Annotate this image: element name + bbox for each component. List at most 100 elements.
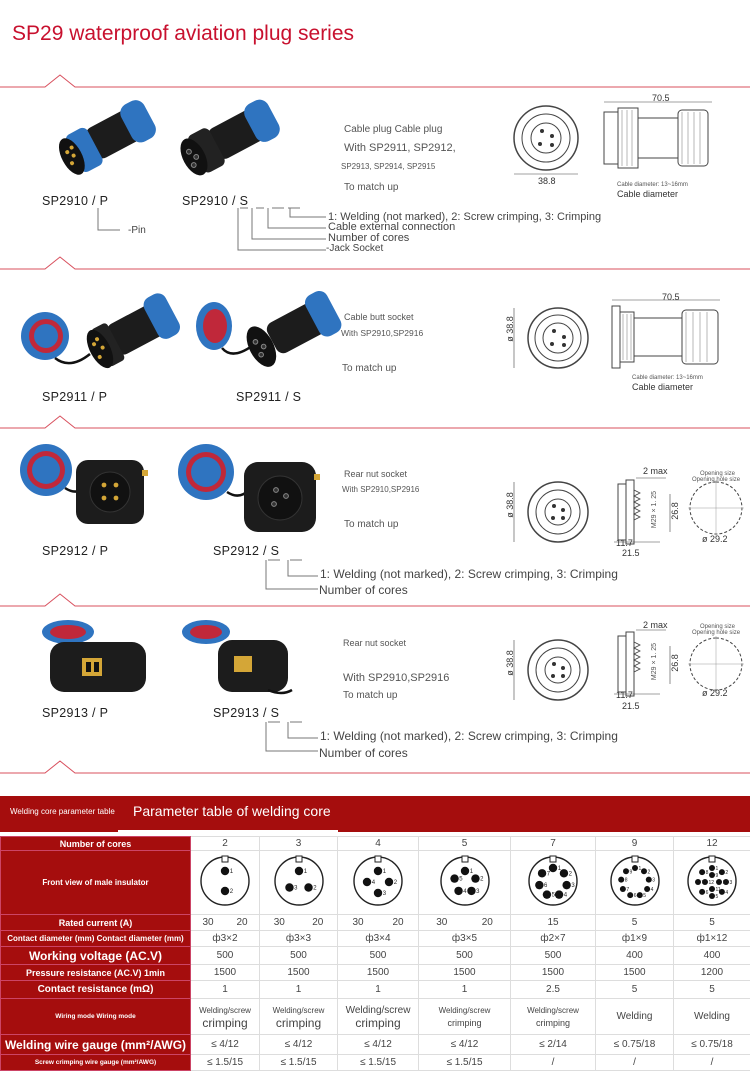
- side-view-drawing: [611, 299, 720, 369]
- pin-dot: [699, 869, 706, 876]
- pin-dot: [562, 880, 571, 890]
- table-cell: ≤ 2/14: [510, 1034, 596, 1055]
- plug-photo: [42, 620, 146, 692]
- pin-number: 1: [558, 866, 562, 872]
- row-label: Number of cores: [0, 836, 191, 851]
- table-cell: ≤ 1.5/15: [259, 1054, 338, 1071]
- model-label: SP2913 / S: [213, 706, 280, 720]
- pin-dot: [709, 865, 715, 871]
- pin-number: 3: [652, 878, 655, 884]
- table-cell: 1500: [259, 964, 338, 981]
- key-notch: [221, 855, 229, 863]
- pin-dot: [622, 868, 629, 875]
- dimension-label: 11.7: [616, 690, 633, 700]
- pin-dot: [640, 868, 647, 875]
- table-cell: 1200: [673, 964, 750, 981]
- code-bracket-lines: [97, 207, 326, 251]
- table-cell: 20: [312, 917, 324, 928]
- pin-dot: [617, 876, 624, 883]
- pin-number: 3: [476, 889, 480, 895]
- dimension-label: M29 × 1. 25: [651, 490, 659, 529]
- pin-number: 4: [725, 890, 728, 896]
- pin-number: 6: [633, 893, 636, 899]
- dimension-label: Opening size: [700, 471, 736, 477]
- table-row: Number of cores 2 3 4 5 7 9 12: [0, 836, 750, 851]
- table-small-title: Welding core parameter table: [10, 807, 115, 816]
- table-cell: 1: [190, 980, 260, 999]
- table-cell: ф3×2: [190, 930, 260, 947]
- table-cell: 5: [673, 914, 750, 931]
- table-cell: 4: [337, 836, 419, 851]
- dimension-label: ø 29.2: [702, 688, 728, 698]
- row-label: Pressure resistance (AC.V) 1min: [0, 964, 191, 981]
- insulator-outline: [273, 856, 324, 906]
- pin-number: 12: [709, 880, 715, 886]
- pin-number: 6: [544, 883, 548, 889]
- table-cell: crimping: [355, 1015, 401, 1030]
- table-cell: 20: [481, 917, 493, 928]
- code-note: -Pin: [128, 225, 146, 236]
- table-cell: 500: [510, 946, 596, 965]
- table-cell: ф2×7: [510, 930, 596, 947]
- table-cell: 30: [202, 917, 214, 928]
- model-label: SP2910 / P: [42, 194, 109, 208]
- pin-number: 2: [647, 869, 650, 875]
- pin-number: 1: [638, 866, 641, 872]
- table-cell: 20: [392, 917, 404, 928]
- row-label: Contact diameter (mm) Contact diameter (…: [0, 930, 191, 947]
- table-cell: Welding/screw: [527, 1005, 579, 1015]
- pin-dot: [709, 893, 715, 899]
- side-view-drawing: [614, 477, 671, 545]
- table-cell: 30: [436, 917, 448, 928]
- panel-cutout-drawing: [688, 636, 744, 692]
- key-notch: [461, 855, 468, 863]
- table-cell: 5: [595, 914, 674, 931]
- section-divider: [0, 760, 750, 774]
- table-cell: 3: [259, 836, 338, 851]
- dimension-label: 70.5: [662, 292, 680, 302]
- pin-number: 1: [716, 866, 719, 872]
- table-cell: crimping: [202, 1015, 248, 1030]
- pin-dot: [695, 879, 701, 885]
- pin-number: 3: [571, 883, 575, 889]
- pin-dot: [220, 886, 230, 896]
- table-cell: ф1×12: [673, 930, 750, 947]
- code-note: Number of cores: [319, 746, 408, 760]
- pin-dot: [723, 879, 729, 885]
- table-cell: 1500: [510, 964, 596, 981]
- section-divider: [0, 415, 750, 429]
- table-cell: ≤ 4/12: [337, 1034, 419, 1055]
- description-line: SP2913, SP2914, SP2915: [341, 162, 436, 171]
- code-note: Number of cores: [328, 232, 410, 244]
- table-cell: ≤ 0.75/18: [673, 1034, 750, 1055]
- pin-dot: [626, 892, 633, 899]
- pin-number: 10: [723, 880, 729, 886]
- dimension-label: 2 max: [643, 620, 668, 630]
- model-label: SP2913 / P: [42, 706, 109, 720]
- pin-number: 9: [629, 869, 632, 875]
- pin-dot: [537, 869, 547, 878]
- model-label: SP2911 / S: [236, 390, 302, 404]
- description-line: With SP2910,SP2916: [341, 328, 424, 338]
- pin-number: 8: [624, 878, 627, 884]
- pin-dot: [470, 874, 480, 883]
- table-cell: Welding: [694, 1011, 730, 1022]
- table-cell: 1500: [595, 964, 674, 981]
- dimension-label: ø 38.8: [504, 492, 515, 518]
- table-cell: ≤ 4/12: [259, 1034, 338, 1055]
- pin-number: 3: [730, 880, 733, 886]
- table-cell: 500: [337, 946, 419, 965]
- front-view-drawing: [513, 105, 579, 175]
- pin-number: 2: [725, 870, 728, 876]
- table-cell: 30: [273, 917, 285, 928]
- pin-number: 9: [716, 873, 719, 879]
- description-line: Cable plug Cable plug: [344, 124, 443, 135]
- pin-dot: [362, 877, 372, 887]
- pin-dot: [559, 869, 569, 878]
- table-cell: 500: [190, 946, 260, 965]
- pin-number: 1: [230, 869, 234, 875]
